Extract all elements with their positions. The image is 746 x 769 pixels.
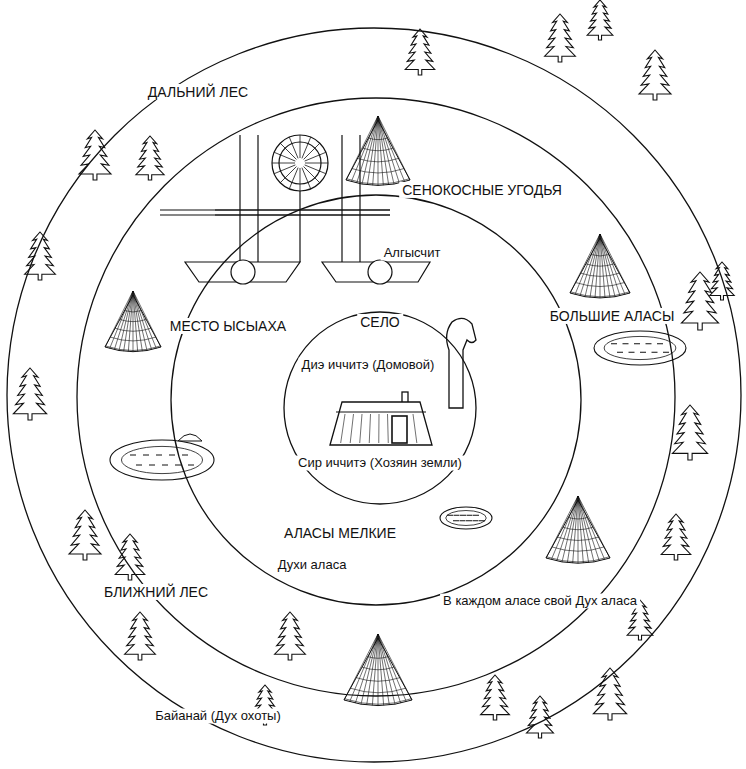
alas-lake	[440, 507, 492, 529]
region-label: В каждом аласе свой Дух аласа	[440, 594, 640, 609]
tree	[13, 368, 46, 420]
region-label: СЕНОКОСНЫЕ УГОДЬЯ	[399, 182, 565, 198]
tree	[125, 612, 156, 660]
region-label: БОЛЬШИЕ АЛАСЫ	[547, 308, 678, 324]
tree	[405, 29, 434, 75]
tents	[105, 116, 630, 706]
tree	[545, 14, 576, 62]
region-label: Байанай (Дух охоты)	[152, 709, 284, 724]
region-circle: СЕЛО Диэ иччитэ (Домовой) Сир иччитэ (Хозя…	[170, 194, 582, 606]
tree	[79, 130, 111, 180]
region-circle: СЕЛО Диэ иччитэ (Домовой) Сир иччитэ (Хозя…	[283, 311, 477, 505]
tree	[275, 612, 306, 660]
tree	[710, 262, 734, 300]
circle-outline	[6, 27, 742, 763]
tree	[136, 136, 164, 180]
tree	[25, 232, 56, 280]
region-circle: СЕЛО Диэ иччитэ (Домовой) Сир иччитэ (Хозя…	[6, 27, 742, 763]
hay-tent	[570, 234, 630, 298]
hay-tent	[105, 291, 161, 352]
tree	[69, 510, 101, 560]
region-label: СЕЛО	[357, 314, 403, 330]
region-label: БЛИЖНИЙ ЛЕС	[101, 584, 211, 600]
tree	[587, 0, 613, 40]
circle-outline	[170, 194, 582, 606]
tree	[661, 514, 690, 560]
hay-tent	[346, 116, 410, 185]
region-circle: СЕЛО Диэ иччитэ (Домовой) Сир иччитэ (Хозя…	[76, 97, 676, 697]
tree	[481, 675, 510, 720]
region-label: Сир иччитэ (Хозяин земли)	[295, 456, 465, 471]
region-label: Духи аласа	[275, 558, 350, 573]
tree	[672, 405, 707, 460]
tree	[115, 534, 144, 580]
alas-lake	[110, 434, 214, 480]
tree	[639, 50, 671, 100]
region-label: АЛАСЫ МЕЛКИЕ	[281, 525, 399, 541]
region-label: МЕСТО ЫСЫАХА	[167, 318, 289, 334]
region-label: Алгысчит	[381, 246, 444, 261]
trees	[13, 0, 734, 738]
region-label: Диэ иччитэ (Домовой)	[299, 358, 438, 373]
ysyakh-serge	[160, 135, 430, 284]
circle-outline	[283, 311, 477, 505]
hay-tent	[546, 496, 610, 563]
region-label: ДАЛЬНИЙ ЛЕС	[145, 84, 251, 100]
serge-post	[447, 318, 476, 408]
balagan-house	[330, 392, 432, 445]
tree	[681, 272, 718, 330]
